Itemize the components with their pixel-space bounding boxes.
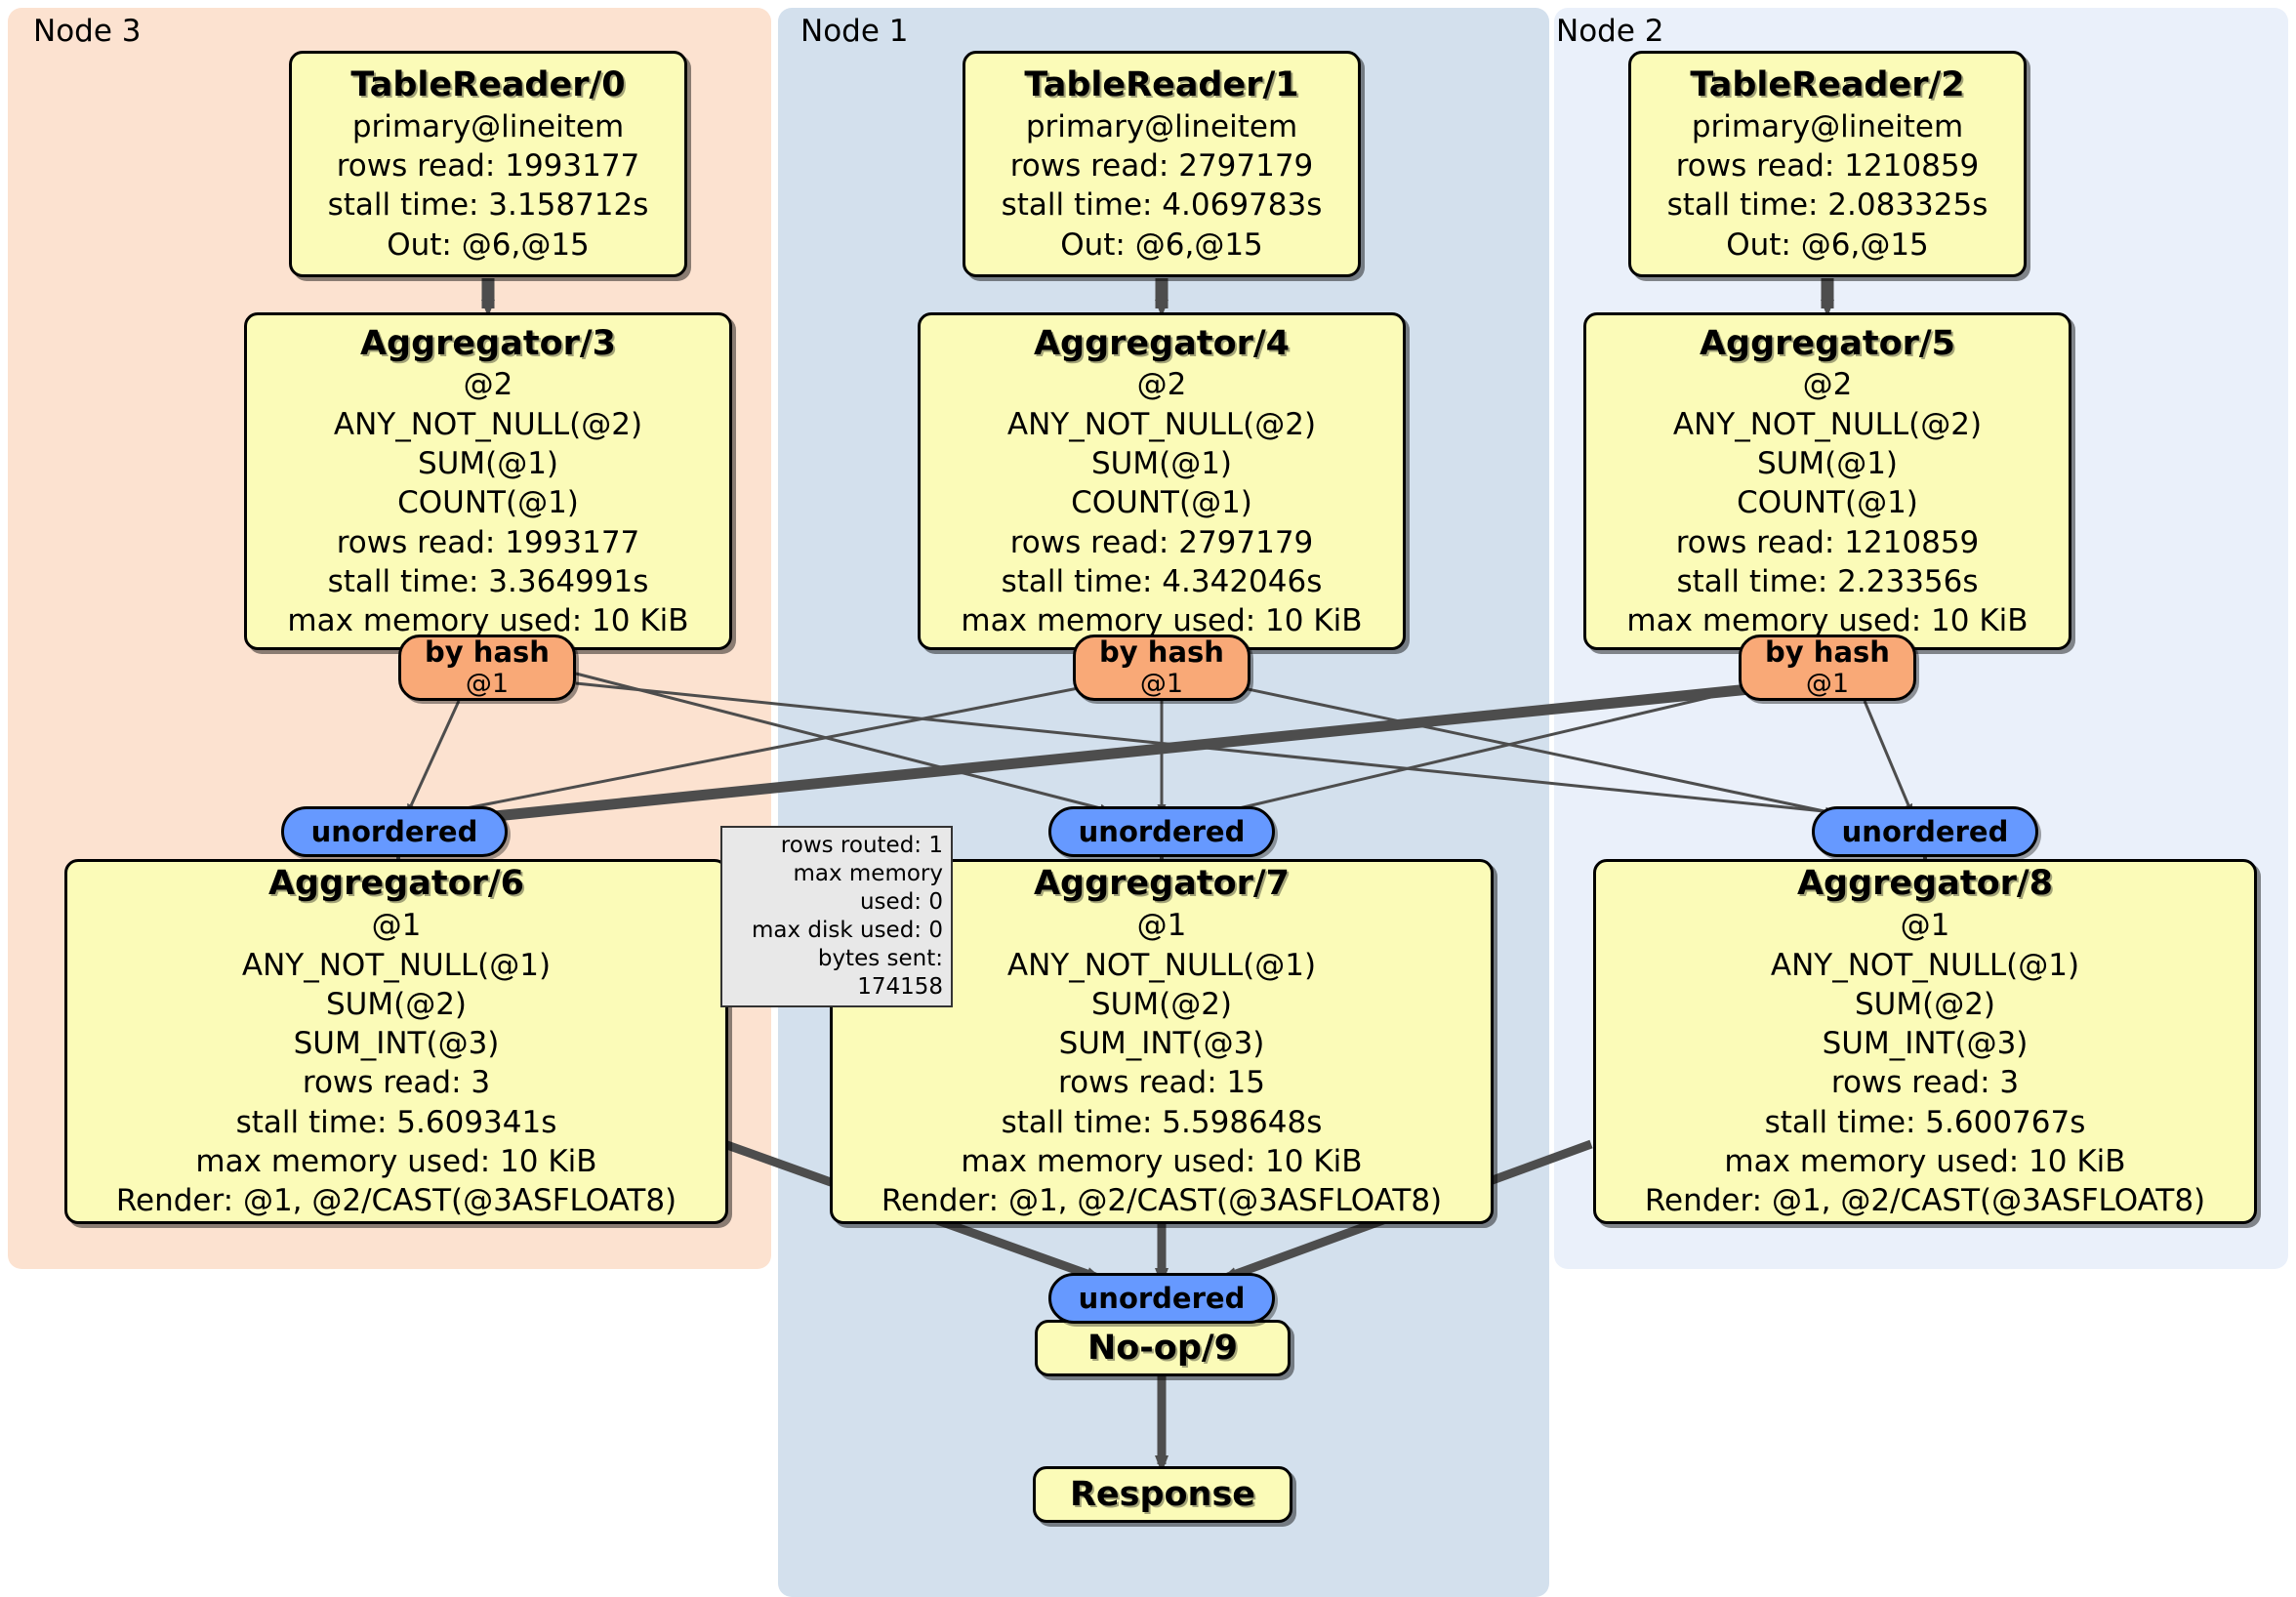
node-out: Out: @6,@15 (1060, 226, 1263, 263)
node-stall-time: stall time: 2.083325s (1666, 187, 1988, 224)
node-group-col: @2 (1136, 367, 1187, 403)
router-title: by hash (1765, 635, 1890, 669)
synchronizer-unordered-node1[interactable]: unordered (1048, 806, 1275, 857)
node-max-memory: max memory used: 10 KiB (961, 1144, 1363, 1179)
tooltip-rows-routed: rows routed: 1 (780, 833, 943, 858)
tooltip-max-disk: max disk used: 0 (751, 917, 943, 943)
panel-node-2-label: Node 2 (1556, 14, 1664, 49)
node-tablereader-1[interactable]: TableReader/1 primary@lineitem rows read… (963, 51, 1361, 277)
node-rows-read: rows read: 1210859 (1675, 148, 1980, 184)
node-aggregator-3[interactable]: Aggregator/3 @2 ANY_NOT_NULL(@2) SUM(@1)… (244, 312, 732, 650)
node-title: Aggregator/6 (267, 864, 525, 904)
node-table: primary@lineitem (1025, 108, 1298, 144)
node-out: Out: @6,@15 (387, 226, 590, 263)
node-rows-read: rows read: 1993177 (336, 524, 640, 560)
node-stall-time: stall time: 4.342046s (1001, 563, 1323, 599)
node-max-memory: max memory used: 10 KiB (961, 603, 1363, 639)
router-by-hash-node1[interactable]: by hash @1 (1073, 635, 1250, 701)
node-agg-1: ANY_NOT_NULL(@1) (1770, 947, 2080, 983)
router-stats-tooltip: rows routed: 1 max memory used: 0 max di… (720, 826, 953, 1007)
node-aggregator-6[interactable]: Aggregator/6 @1 ANY_NOT_NULL(@1) SUM(@2)… (64, 859, 728, 1224)
node-title: Aggregator/4 (1033, 323, 1291, 363)
node-rows-read: rows read: 3 (302, 1065, 491, 1101)
node-agg-3: COUNT(@1) (1737, 485, 1918, 521)
node-rows-read: rows read: 1993177 (336, 148, 640, 184)
node-agg-1: ANY_NOT_NULL(@2) (1006, 406, 1317, 442)
router-by-hash-node3[interactable]: by hash @1 (398, 635, 576, 701)
router-title: by hash (1099, 635, 1224, 669)
node-title: Aggregator/7 (1033, 864, 1291, 904)
synchronizer-unordered-node2[interactable]: unordered (1812, 806, 2038, 857)
node-agg-1: ANY_NOT_NULL(@1) (1006, 947, 1317, 983)
node-title: Response (1069, 1474, 1256, 1514)
node-agg-3: COUNT(@1) (397, 485, 579, 521)
node-stall-time: stall time: 2.23356s (1676, 563, 1979, 599)
node-title: TableReader/1 (1024, 65, 1299, 104)
node-title: No-op/9 (1086, 1328, 1239, 1368)
node-title: TableReader/0 (350, 65, 626, 104)
node-table: primary@lineitem (1691, 108, 1964, 144)
node-group-col: @1 (1136, 908, 1187, 944)
node-agg-1: ANY_NOT_NULL(@2) (333, 406, 643, 442)
router-column: @1 (465, 669, 510, 700)
node-aggregator-5[interactable]: Aggregator/5 @2 ANY_NOT_NULL(@2) SUM(@1)… (1583, 312, 2071, 650)
node-noop-9[interactable]: No-op/9 (1035, 1320, 1291, 1376)
synchronizer-unordered-node3[interactable]: unordered (281, 806, 508, 857)
node-agg-2: SUM(@1) (1756, 445, 1899, 481)
node-agg-2: SUM(@1) (417, 445, 559, 481)
node-group-col: @1 (1900, 908, 1950, 944)
router-column: @1 (1805, 669, 1850, 700)
node-agg-2: SUM(@2) (325, 986, 468, 1022)
node-stall-time: stall time: 5.609341s (235, 1104, 557, 1140)
panel-node-1-label: Node 1 (800, 14, 909, 49)
router-title: by hash (425, 635, 550, 669)
node-out: Out: @6,@15 (1726, 226, 1929, 263)
node-tablereader-2[interactable]: TableReader/2 primary@lineitem rows read… (1628, 51, 2027, 277)
node-rows-read: rows read: 2797179 (1009, 524, 1314, 560)
node-response[interactable]: Response (1033, 1466, 1292, 1523)
node-render: Render: @1, @2/CAST(@3ASFLOAT8) (881, 1183, 1443, 1219)
node-render: Render: @1, @2/CAST(@3ASFLOAT8) (1644, 1183, 2206, 1219)
node-agg-2: SUM(@1) (1090, 445, 1233, 481)
node-group-col: @2 (463, 367, 513, 403)
tooltip-max-memory: max memory used: 0 (793, 860, 943, 915)
tooltip-bytes-sent: bytes sent: 174158 (817, 945, 943, 1000)
node-max-memory: max memory used: 10 KiB (287, 603, 689, 639)
node-agg-3: COUNT(@1) (1071, 485, 1252, 521)
node-stall-time: stall time: 4.069783s (1001, 187, 1323, 224)
node-agg-3: SUM_INT(@3) (293, 1026, 500, 1062)
node-agg-1: ANY_NOT_NULL(@2) (1672, 406, 1983, 442)
node-title: Aggregator/3 (359, 323, 617, 363)
node-title: Aggregator/8 (1796, 864, 2054, 904)
node-aggregator-8[interactable]: Aggregator/8 @1 ANY_NOT_NULL(@1) SUM(@2)… (1593, 859, 2257, 1224)
node-tablereader-0[interactable]: TableReader/0 primary@lineitem rows read… (289, 51, 687, 277)
node-group-col: @2 (1802, 367, 1853, 403)
node-agg-2: SUM(@2) (1090, 986, 1233, 1022)
node-title: Aggregator/5 (1699, 323, 1956, 363)
node-stall-time: stall time: 5.600767s (1764, 1104, 2086, 1140)
router-column: @1 (1139, 669, 1184, 700)
synchronizer-unordered-final[interactable]: unordered (1048, 1273, 1275, 1324)
node-aggregator-4[interactable]: Aggregator/4 @2 ANY_NOT_NULL(@2) SUM(@1)… (918, 312, 1406, 650)
node-rows-read: rows read: 15 (1058, 1065, 1265, 1101)
node-agg-3: SUM_INT(@3) (1058, 1026, 1265, 1062)
node-rows-read: rows read: 2797179 (1009, 148, 1314, 184)
router-by-hash-node2[interactable]: by hash @1 (1739, 635, 1916, 701)
node-rows-read: rows read: 3 (1830, 1065, 2020, 1101)
node-max-memory: max memory used: 10 KiB (1626, 603, 2029, 639)
node-group-col: @1 (371, 908, 422, 944)
node-table: primary@lineitem (351, 108, 625, 144)
node-stall-time: stall time: 3.158712s (327, 187, 649, 224)
node-render: Render: @1, @2/CAST(@3ASFLOAT8) (115, 1183, 677, 1219)
node-max-memory: max memory used: 10 KiB (195, 1144, 597, 1179)
node-stall-time: stall time: 5.598648s (1001, 1104, 1323, 1140)
node-agg-3: SUM_INT(@3) (1822, 1026, 2029, 1062)
node-title: TableReader/2 (1690, 65, 1965, 104)
node-rows-read: rows read: 1210859 (1675, 524, 1980, 560)
node-max-memory: max memory used: 10 KiB (1724, 1144, 2126, 1179)
panel-node-3-label: Node 3 (33, 14, 142, 49)
node-stall-time: stall time: 3.364991s (327, 563, 649, 599)
node-agg-1: ANY_NOT_NULL(@1) (241, 947, 552, 983)
node-agg-2: SUM(@2) (1854, 986, 1996, 1022)
